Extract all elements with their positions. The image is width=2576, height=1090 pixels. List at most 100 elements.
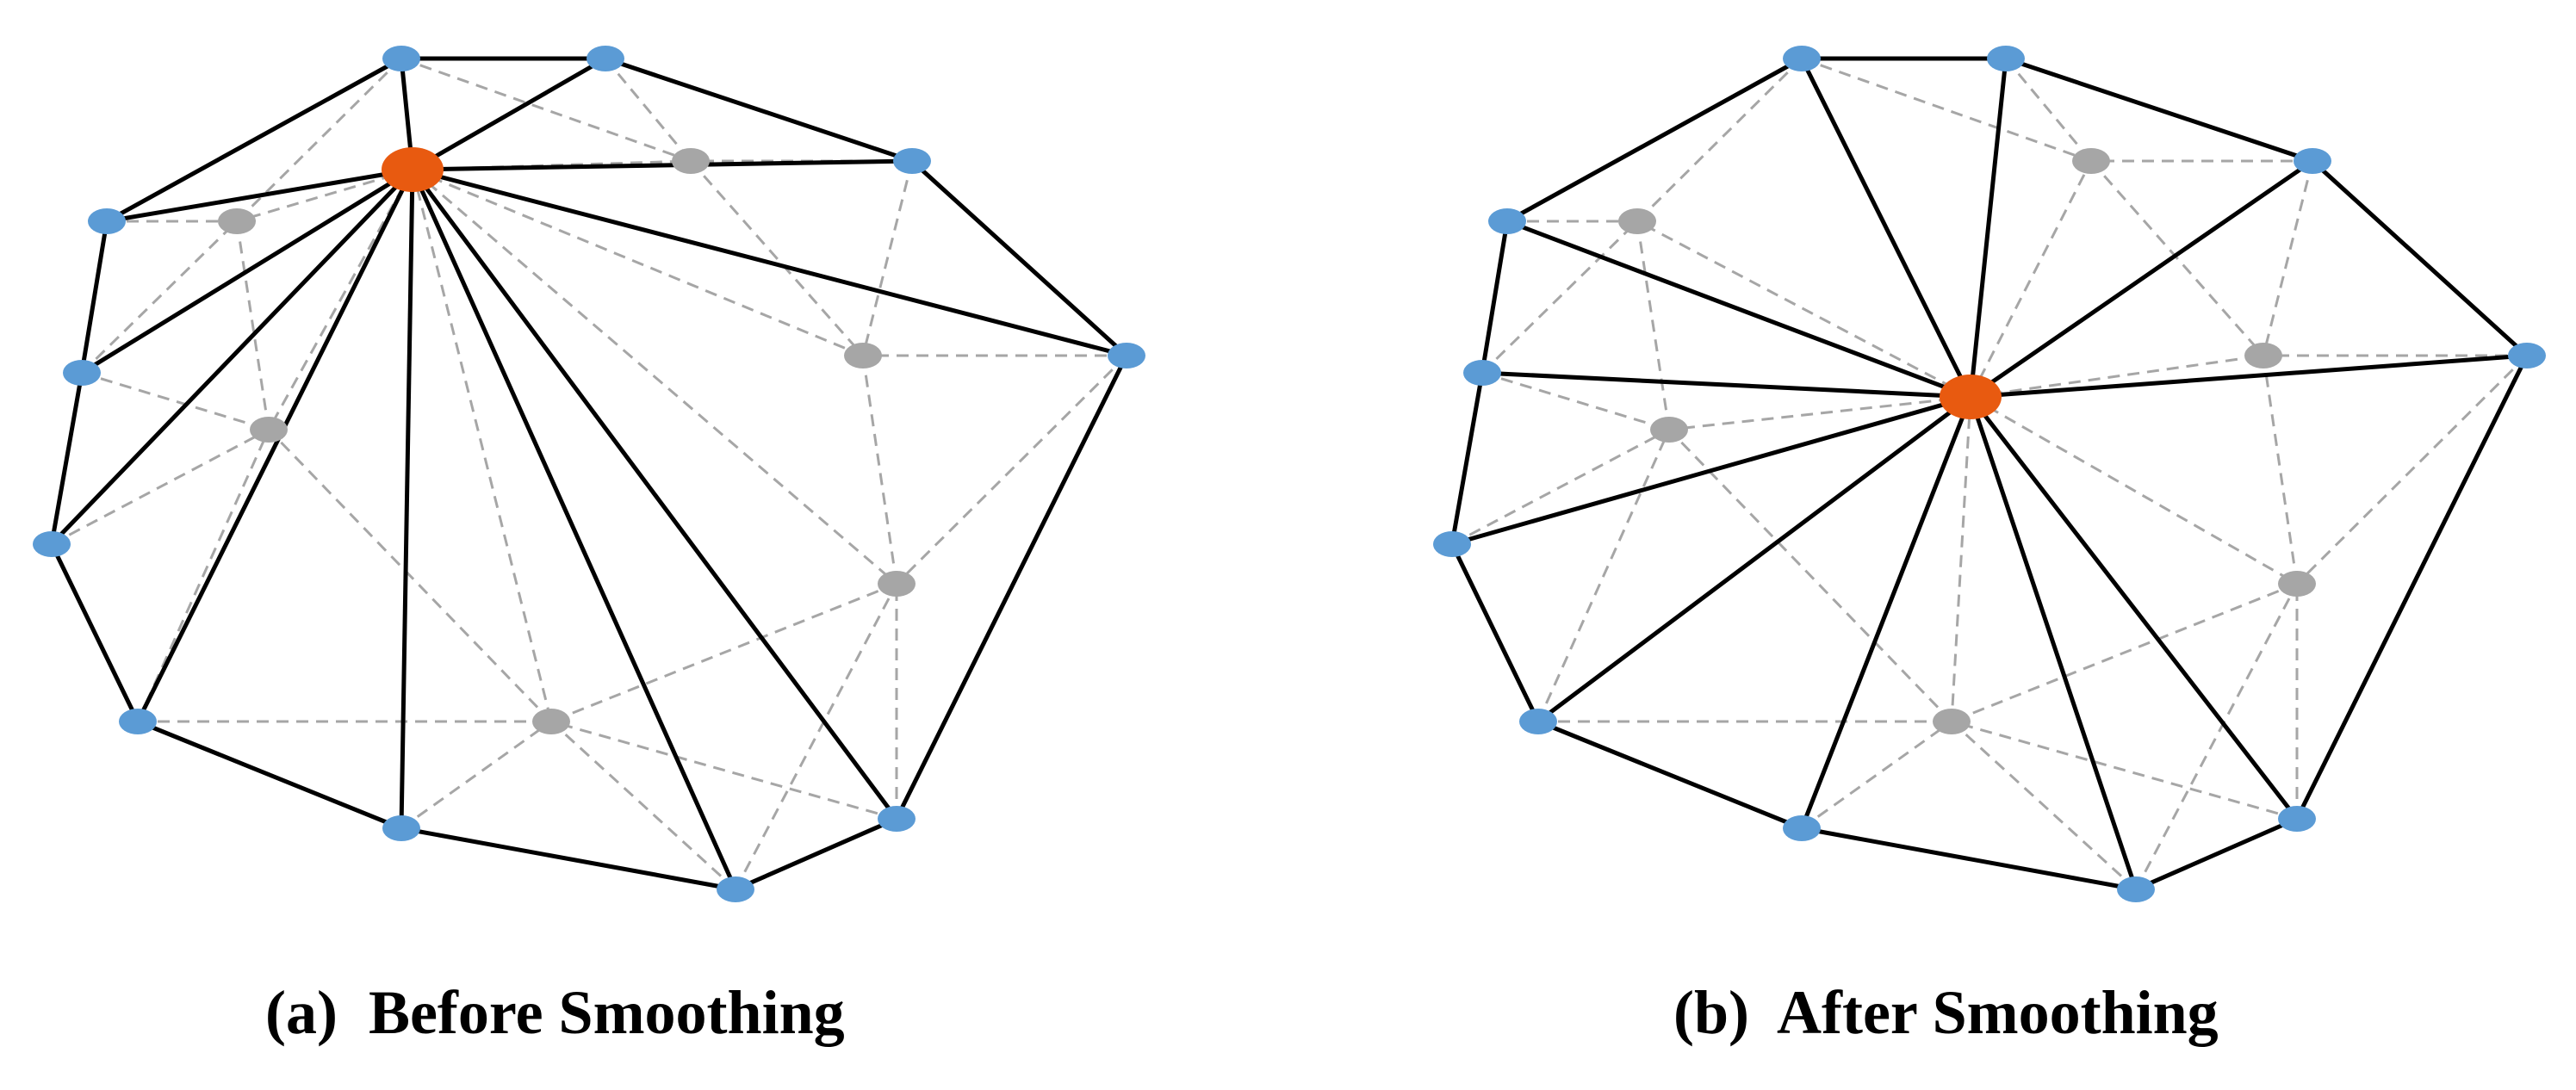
boundary-vertex bbox=[2278, 806, 2316, 832]
dashed-edge bbox=[80, 220, 239, 375]
dashed-edge bbox=[1970, 395, 2298, 585]
boundary-edge bbox=[1449, 372, 1485, 545]
solid-edges bbox=[49, 56, 1129, 892]
caption-before-smoothing: (a) Before Smoothing bbox=[265, 978, 845, 1047]
interior-vertex bbox=[532, 709, 570, 734]
spoke-edge bbox=[1799, 57, 1973, 399]
dashed-edge bbox=[550, 582, 897, 723]
dashed-edge bbox=[1970, 354, 2264, 399]
boundary-vertex bbox=[63, 360, 101, 386]
dashed-edges bbox=[1451, 57, 2529, 891]
interior-vertex bbox=[250, 417, 288, 443]
dashed-edge bbox=[411, 169, 553, 722]
boundary-edge bbox=[1801, 826, 2137, 892]
dashed-edge bbox=[1480, 220, 1639, 375]
boundary-vertex bbox=[119, 709, 157, 734]
boundary-edge bbox=[910, 159, 1128, 357]
dashed-edge bbox=[400, 720, 552, 830]
boundary-edge bbox=[137, 719, 402, 831]
dashed-edge bbox=[1636, 220, 1971, 399]
panel-before-smoothing bbox=[33, 46, 1145, 902]
boundary-edge bbox=[1449, 542, 1541, 723]
spoke-edge bbox=[135, 168, 415, 723]
boundary-vertex bbox=[2508, 343, 2546, 368]
spoke-edge bbox=[1481, 370, 1971, 399]
dashed-edge bbox=[2262, 355, 2299, 585]
boundary-vertex bbox=[382, 46, 420, 71]
spoke-edge bbox=[412, 167, 1127, 358]
spoke-edge bbox=[1970, 353, 2528, 399]
boundary-edge bbox=[1505, 56, 1803, 224]
spoke-edge bbox=[106, 167, 413, 224]
dashed-edge bbox=[136, 429, 270, 722]
dashed-edge bbox=[1801, 57, 2092, 163]
boundary-edge bbox=[49, 372, 84, 545]
spoke-edge bbox=[411, 56, 607, 172]
dashed-edge bbox=[1950, 396, 1972, 722]
boundary-vertex bbox=[587, 46, 624, 71]
dashed-edge bbox=[550, 720, 897, 821]
dashed-edge bbox=[689, 160, 865, 356]
boundary-edge bbox=[400, 826, 736, 892]
interior-vertex bbox=[1933, 709, 1971, 734]
spoke-edge bbox=[1506, 219, 1971, 399]
panel-after-smoothing bbox=[1433, 46, 2546, 902]
dashed-edge bbox=[861, 160, 914, 356]
dashed-edge bbox=[1536, 429, 1671, 722]
dashed-edge bbox=[1451, 428, 1670, 546]
dashed-edge bbox=[1969, 160, 2093, 398]
spoke-edge bbox=[1799, 396, 1973, 829]
boundary-edge bbox=[2294, 354, 2529, 821]
solid-edges bbox=[1449, 56, 2529, 892]
spoke-edge bbox=[50, 168, 414, 546]
dashed-edges bbox=[51, 57, 1128, 891]
interior-vertex bbox=[1650, 417, 1688, 443]
boundary-vertex bbox=[1463, 360, 1501, 386]
dashed-edge bbox=[2134, 583, 2299, 890]
dashed-edge bbox=[1667, 428, 1953, 723]
boundary-vertex bbox=[1519, 709, 1557, 734]
dashed-edge bbox=[2295, 354, 2529, 585]
dashed-edge bbox=[861, 355, 898, 585]
dashed-edge bbox=[604, 58, 692, 162]
dashed-edge bbox=[236, 168, 413, 223]
dashed-edge bbox=[2004, 58, 2093, 162]
spoke-edge bbox=[1969, 158, 2314, 399]
spoke-edge bbox=[1968, 396, 2138, 890]
dashed-edge bbox=[267, 428, 553, 723]
spoke-edge bbox=[410, 168, 899, 821]
boundary-vertex bbox=[1783, 815, 1821, 841]
spoke-edge bbox=[412, 158, 913, 172]
smoothed-vertex bbox=[1940, 375, 2002, 419]
interior-vertex bbox=[1618, 208, 1656, 234]
dashed-edge bbox=[734, 583, 898, 890]
boundary-vertex bbox=[88, 208, 126, 234]
spoke-edge bbox=[399, 169, 415, 829]
vertices bbox=[33, 46, 1145, 902]
interior-vertex bbox=[672, 148, 710, 174]
boundary-vertex bbox=[717, 876, 754, 902]
spoke-edge bbox=[80, 167, 414, 375]
dashed-edge bbox=[1636, 57, 1803, 223]
dashed-edge bbox=[549, 720, 737, 891]
interior-vertex bbox=[218, 208, 256, 234]
boundary-edge bbox=[2005, 56, 2313, 164]
dashed-edge bbox=[1668, 395, 1971, 431]
boundary-edge bbox=[79, 220, 109, 374]
dashed-edge bbox=[1636, 220, 1671, 430]
smoothed-vertex bbox=[382, 147, 444, 192]
spoke-edge bbox=[1968, 58, 2008, 398]
interior-vertex bbox=[844, 343, 882, 368]
dashed-edge bbox=[2262, 160, 2314, 356]
boundary-vertex bbox=[1108, 343, 1145, 368]
boundary-vertex bbox=[382, 815, 420, 841]
dashed-edge bbox=[412, 168, 897, 585]
boundary-vertex bbox=[2294, 148, 2331, 174]
interior-vertex bbox=[2244, 343, 2282, 368]
dashed-edge bbox=[235, 220, 270, 430]
boundary-edge bbox=[734, 816, 898, 892]
dashed-edge bbox=[1801, 720, 1952, 830]
boundary-edge bbox=[1537, 719, 1803, 831]
boundary-vertex bbox=[1488, 208, 1526, 234]
